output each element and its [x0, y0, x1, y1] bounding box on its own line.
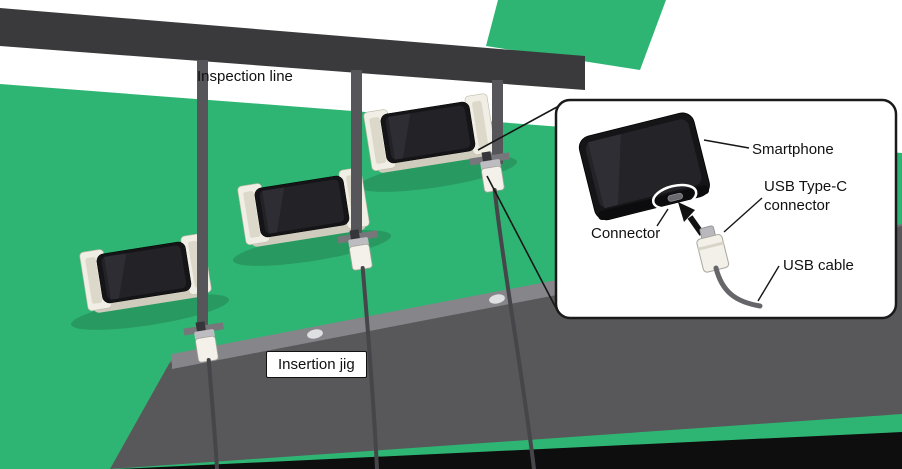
callout-smartphone: [578, 112, 710, 221]
insertion-jig-label: Insertion jig: [266, 351, 367, 378]
smartphone-label: Smartphone: [752, 141, 834, 158]
port-highlight-ring: [651, 183, 698, 211]
connector-label: Connector: [591, 225, 661, 242]
usb-type-c-label-line1: USB Type-C: [764, 178, 848, 195]
inspection-line-label: Inspection line: [197, 68, 293, 85]
usb-cable-line: [492, 188, 536, 469]
jig-hole: [307, 329, 323, 339]
leader-line: [703, 139, 750, 149]
leader-line: [723, 197, 763, 233]
base-strip: [118, 432, 902, 469]
support-strut: [492, 80, 503, 164]
insertion-jig-bar: [172, 262, 650, 369]
usb-cable-label: USB cable: [783, 257, 854, 274]
usb-connector-block: [469, 151, 510, 193]
assembly-shadow: [358, 156, 518, 192]
usb-cable-line: [206, 358, 219, 469]
usb-cable-line: [360, 266, 379, 469]
magnifier-line: [486, 175, 558, 311]
usb-type-c-label: USB Type-C connector: [764, 177, 847, 215]
support-strut: [351, 70, 362, 240]
leader-line: [757, 265, 780, 302]
top-rail: [0, 8, 585, 90]
usb-connector-block: [337, 229, 378, 271]
usb-type-c-label-line2: connector: [764, 197, 830, 214]
jig-hole: [489, 294, 505, 304]
callout-usb-cable: [713, 265, 763, 309]
magnifier-line: [477, 106, 558, 151]
support-strut: [197, 60, 208, 332]
port-slot: [667, 192, 683, 202]
assembly-shadow: [70, 294, 230, 330]
usb-connector-block: [183, 321, 224, 363]
leader-line: [656, 208, 669, 227]
